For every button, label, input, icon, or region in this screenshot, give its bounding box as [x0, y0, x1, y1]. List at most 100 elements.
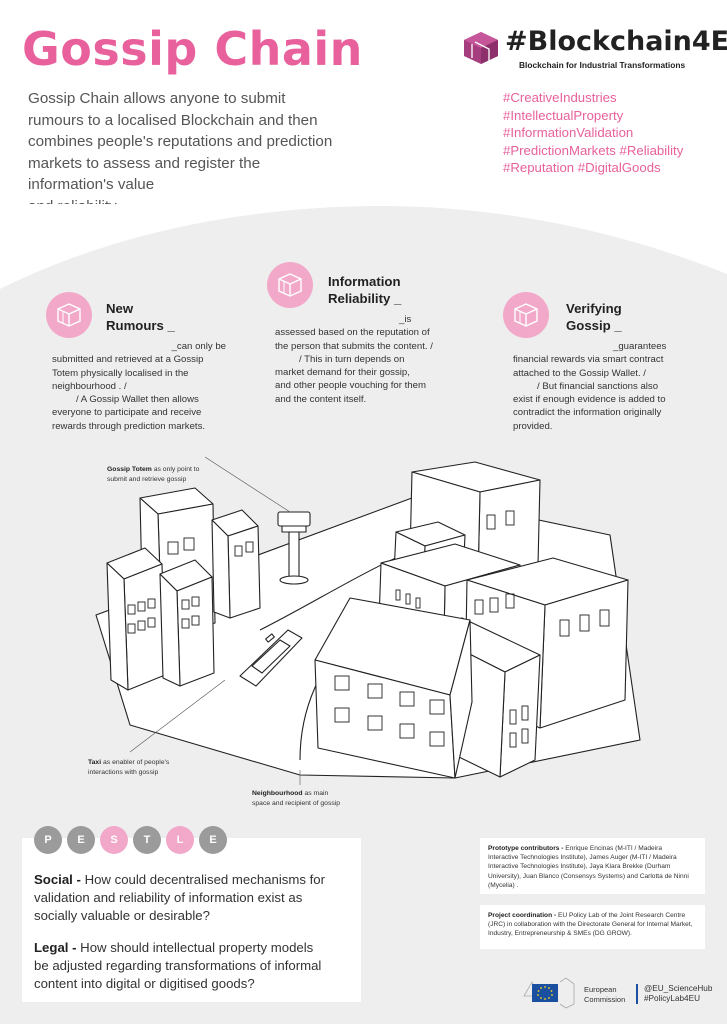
feature-text-line: _can only be [171, 341, 226, 352]
credits-text: Enrique Encinas (M-ITI / Madeira [563, 845, 663, 852]
question-text: content into digital or digitised goods? [34, 976, 255, 991]
logo-subtitle: Blockchain for Industrial Transformation… [519, 60, 686, 70]
callout-text: as only point to [151, 466, 200, 473]
pestle-letter-t: T [133, 826, 161, 854]
feature-text-line: Totem physically localised in the [52, 367, 189, 379]
left-building-front [106, 547, 166, 691]
feature-text-information-reliability: _is assessed based on the reputation of … [275, 313, 455, 406]
hashtag-line: #Reputation #DigitalGoods [503, 160, 661, 175]
credits-text: EU Policy Lab of the Joint Research Cent… [556, 912, 686, 919]
intro-line: markets to assess and register the [28, 154, 261, 172]
feature-text-line: provided. [513, 420, 553, 432]
prototype-contributors: Prototype contributors - Enrique Encinas… [480, 838, 705, 894]
feature-text-line: exist if enough evidence is added to [513, 394, 666, 406]
taxi-drawing [239, 629, 303, 687]
credits-text: Industry, Entrepreneurship & SMEs (DG GR… [488, 930, 632, 938]
intro-line: Gossip Chain allows anyone to submit [28, 90, 286, 107]
feature-text-line: and other people vouching for them [275, 380, 426, 392]
feature-title-line: Verifying [566, 301, 622, 316]
pestle-letter-l: L [166, 826, 194, 854]
blockchain-cube-icon [461, 30, 501, 66]
callout-text: space and recipient of gossip [252, 799, 341, 807]
credits-text: (Mycelia) . [488, 881, 519, 889]
feature-text-line: / But financial sanctions also [537, 380, 659, 392]
feature-text-line: the person that submits the content. / [275, 340, 433, 352]
feature-title-new-rumours: New Rumours _ [106, 300, 175, 334]
credits-text: Interactive Technologies Institute), Jay… [488, 863, 671, 871]
feature-text-line: attached to the Gossip Wallet. / [513, 367, 646, 379]
feature-text-line: / This in turn depends on [299, 353, 405, 365]
hashtag-line: #InformationValidation [503, 125, 634, 140]
callout-text: interactions with gossip [88, 768, 159, 776]
left-building-right [159, 559, 215, 687]
intro-line: combines people's reputations and predic… [28, 133, 333, 150]
social-line: @EU_ScienceHub [644, 984, 713, 993]
city-illustration [95, 456, 641, 785]
callout-bold: Taxi [88, 759, 102, 766]
front-building [314, 597, 473, 779]
cube-icon [503, 292, 549, 338]
cube-icon [267, 262, 313, 308]
question-text: How should intellectual property models [76, 940, 314, 955]
feature-text-line: rewards through prediction markets. [52, 420, 206, 432]
feature-text-line: assessed based on the reputation of [275, 327, 430, 339]
left-building-mid [211, 509, 261, 619]
credits-label: Prototype contributors - [488, 845, 564, 852]
hashtag-line: #IntellectualProperty [503, 107, 624, 123]
ec-line: European [584, 985, 617, 994]
credits-text: University), Juan Blanco (Consensys Syst… [488, 872, 689, 880]
feature-title-line: Rumours _ [106, 318, 175, 333]
callout-bold: Gossip Totem [107, 466, 152, 473]
intro-line: information's value [28, 176, 155, 193]
callout-taxi: Taxi as enabler of people's interactions… [88, 758, 169, 777]
intro-text: Gossip Chain allows anyone to submit rum… [28, 88, 388, 217]
hashtag-line: #CreativeIndustries [503, 90, 617, 105]
pestle-letter-p: P [34, 826, 62, 854]
feature-text-verifying-gossip: _guarantees financial rewards via smart … [513, 340, 693, 433]
question-text: be adjusted regarding transformations of… [34, 958, 322, 973]
callout-lines [129, 456, 301, 785]
feature-text-line: financial rewards via smart contract [513, 354, 664, 366]
page-title: Gossip Chain [22, 22, 363, 76]
pestle-badges: P E S T L E [34, 826, 227, 854]
pestle-letter-e: E [67, 826, 95, 854]
project-coordination: Project coordination - EU Policy Lab of … [480, 905, 705, 949]
feature-text-line: and the content itself. [275, 393, 367, 405]
feature-title-information-reliability: Information Reliability _ [328, 273, 401, 307]
pestle-letter-e2: E [199, 826, 227, 854]
feature-text-new-rumours: _can only be submitted and retrieved at … [52, 340, 232, 433]
intro-line: rumours to a localised Blockchain and th… [28, 111, 318, 129]
feature-title-line: Information [328, 274, 401, 289]
ec-text: European Commission [584, 985, 625, 1004]
credits-text: (JRC) in collaboration with the Director… [488, 921, 693, 929]
feature-title-line: Reliability _ [328, 291, 402, 306]
pestle-card [22, 838, 361, 1002]
feature-text-line: submitted and retrieved at a Gossip [52, 354, 204, 366]
feature-text-line: everyone to participate and receive [52, 407, 202, 419]
question-text: validation and reliability of informatio… [34, 890, 303, 905]
european-commission-logo [522, 976, 582, 1015]
feature-title-line: Gossip _ [566, 318, 622, 333]
callout-bold: Neighbourhood [252, 790, 303, 797]
feature-title-line: New [106, 301, 134, 316]
callout-neighbourhood: Neighbourhood as main space and recipien… [252, 789, 340, 808]
feature-text-line: / A Gossip Wallet then allows [76, 394, 199, 406]
callout-text: as main [302, 790, 329, 797]
question-label: Social - [34, 872, 81, 887]
question-text: How could decentralised mechanisms for [80, 872, 325, 887]
feature-text-line: _guarantees [613, 341, 667, 352]
logo-title: #Blockchain4EU [505, 26, 727, 57]
question-label: Legal - [34, 940, 77, 955]
question-legal: Legal - How should intellectual property… [34, 939, 354, 993]
ec-line: Commission [584, 994, 626, 1004]
question-social: Social - How could decentralised mechani… [34, 871, 354, 925]
feature-text-line: contradict the information originally [513, 407, 662, 419]
building-windows [127, 510, 610, 748]
question-text: socially valuable or desirable? [34, 908, 210, 923]
hashtag-list: #CreativeIndustries #IntellectualPropert… [503, 89, 723, 177]
feature-title-verifying-gossip: Verifying Gossip _ [566, 300, 622, 334]
hashtag-line: #PredictionMarkets #Reliability [503, 142, 684, 158]
credits-text: Interactive Technologies Institute), Jam… [488, 854, 677, 862]
footer-social: @EU_ScienceHub #PolicyLab4EU [644, 984, 712, 1004]
gossip-totem-drawing [277, 511, 311, 585]
